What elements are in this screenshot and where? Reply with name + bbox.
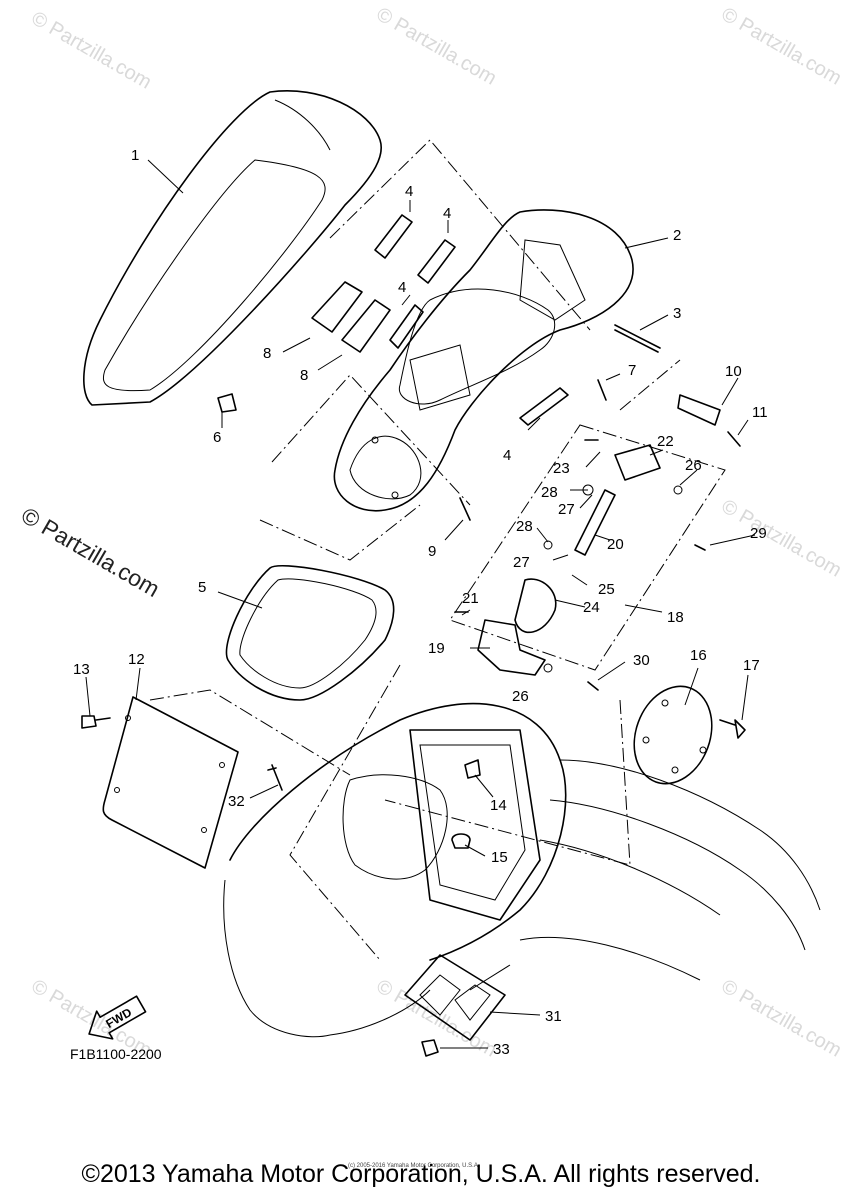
- round-cover-part: [633, 685, 713, 785]
- watermark-text: © Partzilla.com: [718, 975, 842, 1061]
- callout-30: 30: [633, 652, 650, 669]
- callout-19: 19: [428, 640, 445, 657]
- nut-part: [421, 1039, 439, 1057]
- leader-lines: [85, 159, 756, 1049]
- watermark-text: © Partzilla.com: [28, 7, 156, 93]
- callout-27: 27: [513, 554, 530, 571]
- small-copyright: (c) 2005-2016 Yamaha Motor Corporation, …: [348, 1163, 480, 1169]
- callout-15: 15: [491, 849, 508, 866]
- callout-28: 28: [541, 484, 558, 501]
- watermark-text: © Partzilla.com: [718, 3, 842, 89]
- deck-lid-part: [333, 209, 634, 512]
- callout-10: 10: [725, 363, 742, 380]
- callout-14: 14: [490, 797, 507, 814]
- watermark-text: © Partzilla.com: [373, 3, 501, 89]
- bolt-30-part: [587, 681, 599, 691]
- support-bracket-part: [404, 954, 506, 1041]
- lid-plate-part: [102, 696, 239, 869]
- callout-5: 5: [198, 579, 206, 596]
- callout-4: 4: [443, 205, 451, 222]
- callout-6: 6: [213, 429, 221, 446]
- callout-28: 28: [516, 518, 533, 535]
- callout-12: 12: [128, 651, 145, 668]
- bracket-parts: [311, 281, 391, 353]
- copyright-footer: ©2013 Yamaha Motor Corporation, U.S.A. A…: [81, 1160, 761, 1188]
- callout-29: 29: [750, 525, 767, 542]
- callout-18: 18: [667, 609, 684, 626]
- callout-25: 25: [598, 581, 615, 598]
- callout-2: 2: [673, 227, 681, 244]
- callout-27: 27: [558, 501, 575, 518]
- clip-6-part: [217, 393, 237, 413]
- rod-part: [614, 324, 661, 353]
- callout-4: 4: [405, 183, 413, 200]
- callout-26: 26: [512, 688, 529, 705]
- callout-26: 26: [685, 457, 702, 474]
- callout-32: 32: [228, 793, 245, 810]
- callout-8: 8: [300, 367, 308, 384]
- callout-24: 24: [583, 599, 600, 616]
- callout-33: 33: [493, 1041, 510, 1058]
- callout-20: 20: [607, 536, 624, 553]
- callout-11: 11: [752, 404, 768, 421]
- bolt-11-part: [727, 431, 741, 447]
- callout-4: 4: [398, 279, 406, 296]
- callout-17: 17: [743, 657, 760, 674]
- callout-7: 7: [628, 362, 636, 379]
- callout-4: 4: [503, 447, 511, 464]
- watermark-text: © Partzilla.com: [718, 495, 842, 581]
- assembly-lines: [149, 139, 681, 961]
- pin-32-part: [267, 764, 283, 791]
- callout-23: 23: [553, 460, 570, 477]
- bolt-29-part: [694, 544, 706, 551]
- diagram-code: F1B1100-2200: [70, 1046, 162, 1062]
- callout-22: 22: [657, 433, 674, 450]
- clip-14-part: [464, 759, 481, 779]
- screw-part: [81, 715, 111, 729]
- foam-pad-parts: [374, 214, 569, 426]
- callout-3: 3: [673, 305, 681, 322]
- gasket-part: [225, 565, 395, 701]
- callout-16: 16: [690, 647, 707, 664]
- callout-9: 9: [428, 543, 436, 560]
- hull-body-part: [223, 702, 821, 1038]
- callout-1: 1: [131, 147, 139, 164]
- callout-21: 21: [462, 590, 479, 607]
- screw-17-part: [719, 719, 746, 739]
- pin-7-part: [597, 379, 607, 401]
- callout-labels: 1 2 3 4 4 4 4 4 5 6 7 8 8 9 10 11 12 13 …: [73, 147, 768, 1058]
- callout-31: 31: [545, 1008, 562, 1025]
- callout-8: 8: [263, 345, 271, 362]
- callout-13: 13: [73, 661, 90, 678]
- damper-assembly-part: [449, 424, 726, 676]
- pin-9-part: [459, 497, 471, 521]
- link-arm-part: [677, 394, 721, 426]
- seat-cover-part: [83, 90, 382, 406]
